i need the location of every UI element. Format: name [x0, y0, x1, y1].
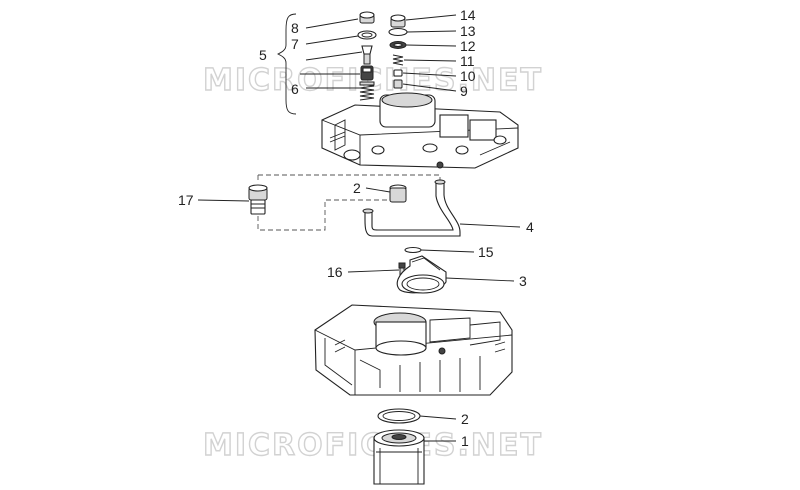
part-1-oil-filter [373, 429, 425, 485]
callout-14: 14 [460, 7, 476, 23]
part-14-cap [390, 14, 406, 28]
part-9-valve [393, 79, 403, 89]
callout-17: 17 [178, 192, 194, 208]
callout-3: 3 [519, 273, 527, 289]
callout-labels: 8 7 5 6 14 13 12 11 10 9 17 2 4 15 16 3 … [178, 7, 534, 449]
callout-2-top: 2 [353, 180, 361, 196]
oil-sump [314, 304, 513, 396]
part-2-fitting-top [389, 184, 407, 203]
bracket-5 [276, 13, 297, 115]
callout-15: 15 [478, 244, 494, 260]
callout-4: 4 [526, 219, 534, 235]
part-13-oring [388, 27, 408, 37]
part-11-spring [392, 54, 404, 66]
callout-13: 13 [460, 23, 476, 39]
part-12-oring [389, 41, 407, 49]
callout-9: 9 [460, 83, 468, 99]
oil-pump-housing [321, 92, 519, 169]
callout-5: 5 [259, 47, 267, 63]
part-3-oil-strainer [396, 255, 447, 294]
dashed-guide-17 [257, 174, 441, 231]
part-17-fitting [248, 184, 268, 215]
callout-7: 7 [291, 36, 299, 52]
watermark-bottom: MICROFICHES.NET [203, 428, 543, 463]
part-7-oring [357, 30, 377, 40]
callout-16: 16 [327, 264, 343, 280]
part-5-valve-pin [361, 45, 373, 65]
callout-11: 11 [460, 53, 475, 69]
callout-8: 8 [291, 20, 299, 36]
callout-12: 12 [460, 38, 476, 54]
part-10-seat [393, 69, 403, 77]
part-8-cap [359, 11, 375, 24]
part-2-gasket-bottom [377, 408, 421, 424]
callout-2-bottom: 2 [461, 411, 469, 427]
callout-10: 10 [460, 68, 476, 84]
leader-lines [197, 14, 521, 442]
part-15-oring [404, 246, 422, 254]
part-6-spring-left [359, 81, 375, 101]
callout-1: 1 [461, 433, 469, 449]
part-valve-seat-left [360, 65, 374, 81]
part-4-oil-pipe [362, 179, 461, 237]
callout-6: 6 [291, 81, 299, 97]
